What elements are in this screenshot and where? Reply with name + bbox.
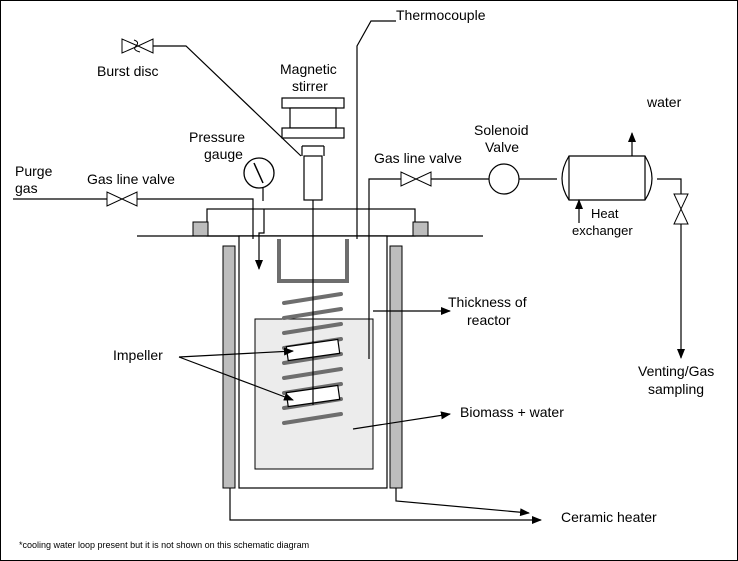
label-biomass-water: Biomass + water	[460, 404, 564, 420]
label-venting-1: Venting/Gas	[638, 363, 714, 379]
pressure-gauge	[243, 157, 275, 270]
label-purge-gas-2: gas	[15, 180, 38, 196]
heater-leaders	[229, 488, 542, 524]
magnetic-stirrer	[281, 97, 345, 139]
label-magnetic-stirrer-1: Magnetic	[280, 61, 337, 77]
label-gas-line-valve-right: Gas line valve	[374, 150, 462, 166]
stirrer-shaft	[301, 145, 325, 401]
venting-line	[673, 193, 689, 359]
label-thickness-1: Thickness of	[448, 294, 527, 310]
heat-exchanger	[561, 132, 682, 223]
reactor-lid	[137, 208, 483, 237]
label-pressure-gauge-2: gauge	[204, 146, 243, 162]
label-thickness-2: reactor	[467, 312, 511, 328]
label-gas-line-valve-left: Gas line valve	[87, 171, 175, 187]
footnote: *cooling water loop present but it is no…	[19, 540, 309, 550]
label-thermocouple: Thermocouple	[396, 7, 486, 23]
biomass-leader	[352, 411, 451, 430]
label-solenoid-valve-1: Solenoid	[474, 122, 529, 138]
label-pressure-gauge-1: Pressure	[189, 129, 245, 145]
impeller-leaders	[178, 347, 294, 401]
label-heat-exchanger-1: Heat	[591, 206, 619, 221]
label-solenoid-valve-2: Valve	[485, 139, 519, 155]
label-impeller: Impeller	[113, 347, 163, 363]
purge-gas-line	[13, 191, 254, 239]
thermocouple-line	[356, 20, 396, 359]
label-venting-2: sampling	[648, 381, 704, 397]
label-water: water	[646, 94, 682, 110]
label-magnetic-stirrer-2: stirrer	[292, 78, 328, 94]
ceramic-heater	[222, 245, 403, 489]
solenoid-valve	[488, 163, 520, 195]
outlet-gas-line	[368, 163, 557, 239]
label-ceramic-heater: Ceramic heater	[561, 509, 657, 525]
burst-disc	[121, 38, 302, 157]
label-burst-disc: Burst disc	[97, 63, 158, 79]
label-purge-gas-1: Purge	[15, 163, 53, 179]
label-heat-exchanger-2: exchanger	[572, 223, 633, 238]
